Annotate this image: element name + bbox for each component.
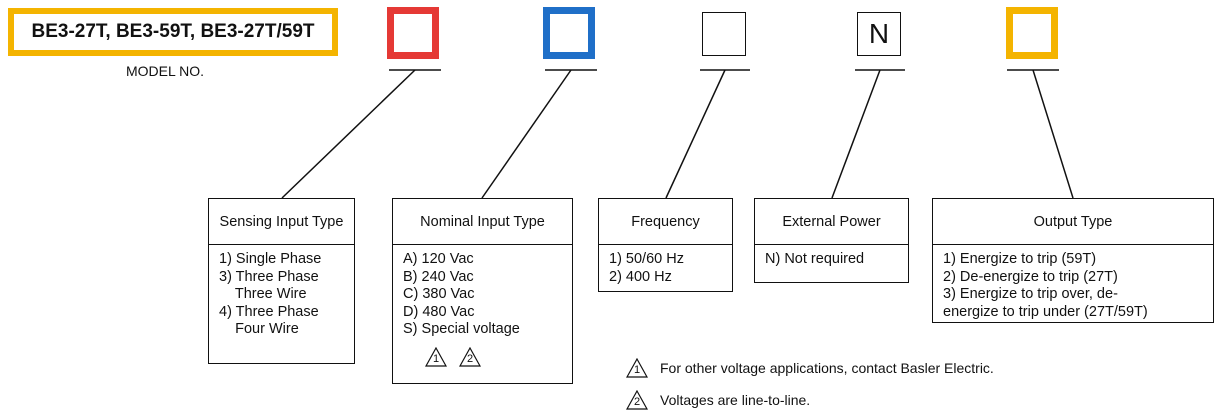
option-list: 1) Energize to trip (59T) 2) De-energize…	[933, 245, 1213, 327]
option-item: B) 240 Vac	[403, 268, 474, 285]
box-title: Output Type	[933, 199, 1213, 245]
box-title: Nominal Input Type	[393, 199, 572, 245]
triangle-note-icon: 2	[625, 389, 649, 410]
option-item: 3) Energize to trip over, de-	[943, 286, 1118, 302]
slot-n-letter: N	[868, 18, 890, 49]
option-list: N) Not required	[755, 245, 908, 275]
frequency-box: Frequency 1) 50/60 Hz 2) 400 Hz	[598, 198, 733, 292]
option-item: D) 480 Vac	[403, 303, 475, 320]
option-list: 1) Single Phase 3) Three Phase Three Wir…	[209, 245, 354, 345]
triangle-note-icon: 1	[424, 346, 448, 367]
slot-external-power: N	[857, 12, 901, 56]
option-item: 1) 50/60 Hz	[609, 251, 684, 267]
connector-line-3	[665, 69, 726, 199]
option-item: Three Wire	[219, 286, 307, 302]
sensing-input-type-box: Sensing Input Type 1) Single Phase 3) Th…	[208, 198, 355, 364]
option-item: 4) Three Phase	[219, 303, 319, 320]
option-item: 2) De-energize to trip (27T)	[943, 268, 1118, 285]
option-item: 2) 400 Hz	[609, 268, 672, 285]
box-title: Frequency	[599, 199, 732, 245]
option-item: 3) Three Phase	[219, 268, 319, 285]
option-item: energize to trip under (27T/59T)	[943, 303, 1148, 320]
triangle-note-icon: 1	[625, 357, 649, 378]
option-item: S) Special voltage	[403, 321, 520, 337]
external-power-box: External Power N) Not required	[754, 198, 909, 283]
box-title: External Power	[755, 199, 908, 245]
connector-line-4	[831, 69, 881, 199]
output-type-box: Output Type 1) Energize to trip (59T) 2)…	[932, 198, 1214, 323]
option-list: 1) 50/60 Hz 2) 400 Hz	[599, 245, 732, 292]
triangle-note-icon: 2	[458, 346, 482, 367]
slot-frequency	[702, 12, 746, 56]
option-item: C) 380 Vac	[403, 286, 475, 302]
option-item: A) 120 Vac	[403, 251, 474, 267]
option-item: 1) Single Phase	[219, 251, 322, 267]
footnote-text: For other voltage applications, contact …	[660, 360, 994, 376]
footnote: 2 Voltages are line-to-line.	[625, 389, 811, 410]
connector-line-2	[481, 69, 572, 199]
note-marks: 1 2	[393, 346, 572, 367]
option-list: A) 120 Vac B) 240 Vac C) 380 Vac D) 480 …	[393, 245, 572, 345]
slot-output-type	[1006, 7, 1058, 59]
slot-nominal-input	[543, 7, 595, 59]
option-item: N) Not required	[765, 251, 865, 267]
connector-line-5	[1032, 69, 1074, 199]
model-number-label: MODEL NO.	[126, 63, 205, 79]
model-codes: BE3-27T, BE3-59T, BE3-27T/59T	[31, 21, 315, 42]
model-number-box: BE3-27T, BE3-59T, BE3-27T/59T	[8, 8, 338, 56]
box-title: Sensing Input Type	[209, 199, 354, 245]
connector-line-1	[281, 69, 416, 199]
footnote-text: Voltages are line-to-line.	[660, 392, 811, 408]
option-item: 1) Energize to trip (59T)	[943, 251, 1097, 267]
nominal-input-type-box: Nominal Input Type A) 120 Vac B) 240 Vac…	[392, 198, 573, 384]
slot-sensing-input	[387, 7, 439, 59]
footnote: 1 For other voltage applications, contac…	[625, 357, 994, 378]
option-item: Four Wire	[219, 321, 299, 337]
